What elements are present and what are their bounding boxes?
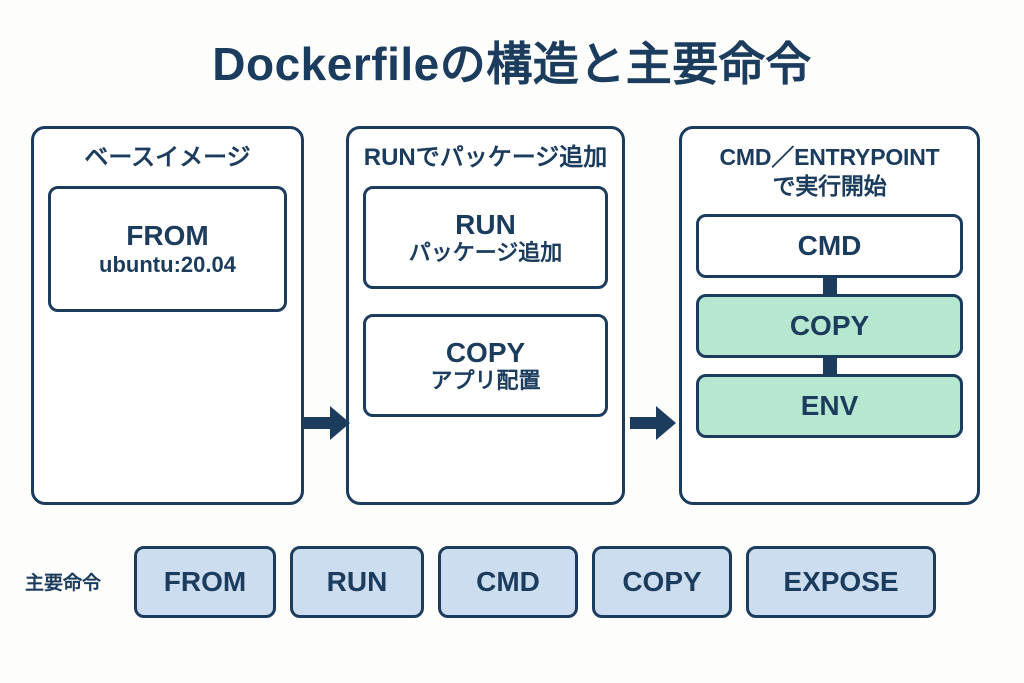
node-command-label: CMD bbox=[797, 230, 862, 262]
node-env-green[interactable]: ENV bbox=[696, 373, 963, 438]
commands-chip-list: FROM RUN CMD COPY EXPOSE bbox=[134, 546, 936, 618]
node-command-label: COPY bbox=[445, 336, 526, 368]
panel-heading-line-1: CMD／ENTRYPOINT bbox=[719, 144, 940, 170]
panel-run-packages: RUNでパッケージ追加 RUN パッケージ追加 COPY アプリ配置 bbox=[346, 126, 625, 505]
node-sub-label: パッケージ追加 bbox=[408, 240, 563, 266]
command-chip-expose[interactable]: EXPOSE bbox=[746, 546, 936, 618]
command-chip-run[interactable]: RUN bbox=[290, 546, 424, 618]
node-command-label: RUN bbox=[455, 208, 516, 240]
commands-row: 主要命令 FROM RUN CMD COPY EXPOSE bbox=[0, 546, 1024, 622]
panel-cmd-entrypoint: CMD／ENTRYPOINT で実行開始 CMD COPY ENV bbox=[679, 126, 980, 505]
node-sub-label: アプリ配置 bbox=[430, 368, 541, 394]
panel-heading-line-2: で実行開始 bbox=[772, 173, 887, 200]
panel-heading: RUNでパッケージ追加 bbox=[363, 144, 608, 171]
node-command-label: ENV bbox=[800, 390, 859, 422]
arrow-right-icon bbox=[304, 406, 350, 440]
node-sub-label: ubuntu:20.04 bbox=[99, 251, 236, 277]
arrow-right-icon bbox=[630, 406, 676, 440]
command-chip-cmd[interactable]: CMD bbox=[438, 546, 578, 618]
command-chip-from[interactable]: FROM bbox=[134, 546, 276, 618]
node-copy-green[interactable]: COPY bbox=[696, 293, 963, 358]
node-cmd[interactable]: CMD bbox=[696, 213, 963, 278]
command-chip-copy[interactable]: COPY bbox=[592, 546, 732, 618]
node-command-label: FROM bbox=[126, 220, 209, 252]
panels-row: ベースイメージ FROM ubuntu:20.04 RUNでパッケージ追加 RU… bbox=[0, 126, 1024, 510]
node-command-label: COPY bbox=[789, 310, 870, 342]
node-run[interactable]: RUN パッケージ追加 bbox=[363, 185, 608, 289]
commands-row-label: 主要命令 bbox=[25, 573, 102, 594]
page-title: Dockerfileの構造と主要命令 bbox=[212, 38, 812, 90]
connector-cmd-copy bbox=[822, 277, 837, 294]
connector-copy-env bbox=[822, 357, 837, 374]
panel-heading: ベースイメージ bbox=[84, 144, 251, 171]
panel-heading: CMD／ENTRYPOINT で実行開始 bbox=[696, 143, 963, 202]
node-copy[interactable]: COPY アプリ配置 bbox=[363, 313, 608, 417]
panel-base-image: ベースイメージ FROM ubuntu:20.04 bbox=[31, 126, 304, 505]
node-from[interactable]: FROM ubuntu:20.04 bbox=[48, 185, 287, 312]
